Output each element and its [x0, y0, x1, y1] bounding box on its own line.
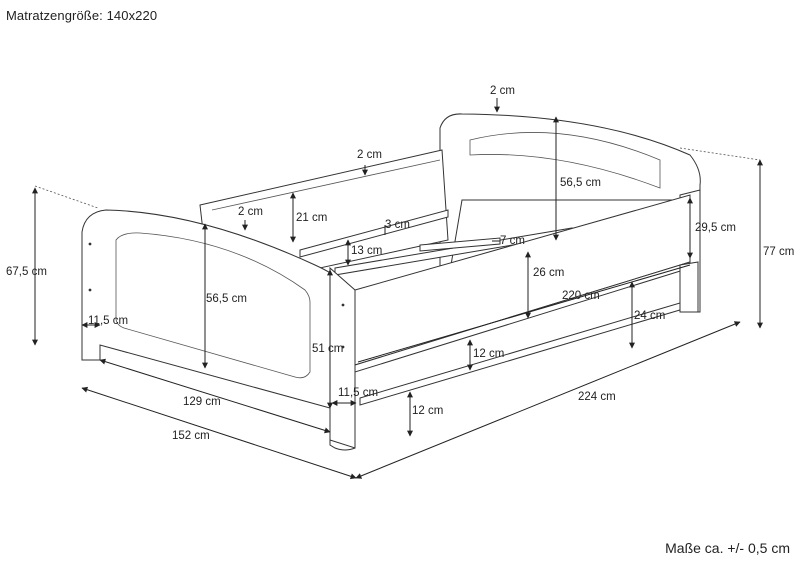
label-slat-thickness: 3 cm [385, 219, 410, 231]
label-rail-floor: 26 cm [533, 267, 564, 279]
label-post-width-front: 11,5 cm [338, 387, 378, 399]
label-inner-length: 220 cm [562, 290, 600, 302]
label-underbed-rail: 12 cm [473, 348, 504, 360]
label-inner-width: 129 cm [183, 396, 221, 408]
tolerance-note: Maße ca. +/- 0,5 cm [665, 540, 790, 556]
label-total-height: 77 cm [763, 246, 794, 258]
label-side-upper-thickness: 2 cm [357, 149, 382, 161]
headboard-height-guide [679, 147, 761, 161]
label-headboard-panel: 56,5 cm [560, 177, 601, 189]
outer-length-dim [355, 321, 741, 479]
label-clearance: 13 cm [351, 245, 382, 257]
label-rail-height-floor: 24 cm [634, 310, 665, 322]
label-floor-clearance: 12 cm [412, 405, 443, 417]
label-outer-width: 152 cm [172, 430, 210, 442]
label-side-rail: 29,5 cm [695, 222, 736, 234]
label-outer-length: 224 cm [578, 391, 616, 403]
label-footboard-thickness: 2 cm [238, 206, 263, 218]
label-footboard-height: 67,5 cm [6, 266, 47, 278]
label-slat-width: 7 cm [500, 235, 525, 247]
dimension-lines [32, 98, 763, 480]
label-footboard-post-width: 11,5 cm [88, 315, 128, 327]
footboard-height-guide [34, 185, 99, 209]
label-headboard-thickness: 2 cm [490, 85, 515, 97]
label-side-panel: 21 cm [296, 212, 327, 224]
outer-width-dim [81, 386, 357, 480]
label-footboard-panel: 56,5 cm [206, 293, 247, 305]
label-post-height: 51 cm [312, 343, 343, 355]
dimension-labels: 2 cm 2 cm 2 cm 56,5 cm 56,5 cm 21 cm 3 c… [6, 85, 794, 442]
mattress-size-title: Matratzengröße: 140x220 [6, 8, 158, 23]
